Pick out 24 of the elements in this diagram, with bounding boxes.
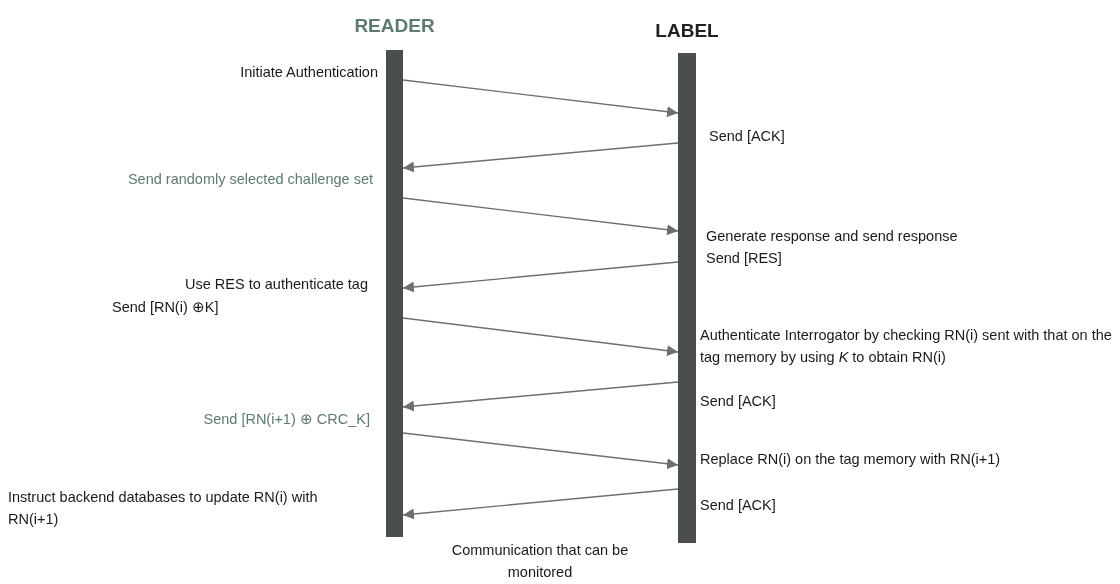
step-text: Generate response and send response [706,227,959,246]
message-arrow [402,317,679,357]
step-text: Send [RN(i+1) ⊕ CRC_K] [202,410,370,429]
step-text: Instruct backend databases to update RN(i) with RN(i+1) [8,488,319,529]
step-text: Send [ACK] [700,496,777,515]
step-text: Use RES to authenticate tag [184,275,368,294]
message-arrow [402,142,679,173]
step-text: Send randomly selected challenge set [126,170,373,189]
step-text: Send [RES] [706,249,783,268]
step-text: Authenticate Interrogator by checking RN(i) sent with that on the tag memory by using K to obtain RN(i) [700,326,1113,367]
lifeline-heading: READER [353,15,436,37]
message-arrow [402,197,679,236]
step-text: Initiate Authentication [239,63,378,82]
step-text: Send [ACK] [709,127,786,146]
message-arrow [402,261,679,293]
message-arrow [402,488,679,520]
step-text: Send [RN(i) ⊕K] [112,298,220,317]
step-text: Send [ACK] [700,392,777,411]
step-text: Replace RN(i) on the tag memory with RN(i+1) [700,450,1002,469]
lifeline-heading: LABEL [654,20,720,42]
message-arrow [402,432,679,470]
caption-text: Communication that can be monitored [450,541,630,582]
message-arrow [402,381,679,412]
message-arrow [402,79,679,118]
